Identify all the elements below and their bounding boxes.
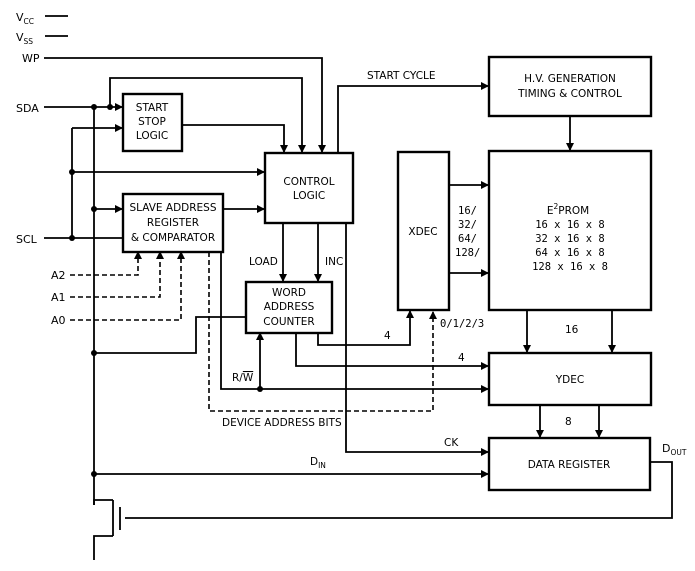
svg-text:ADDRESS: ADDRESS [264, 301, 315, 313]
svg-text:64 x 16 x 8: 64 x 16 x 8 [535, 247, 605, 259]
pin-scl: SCL [16, 233, 38, 246]
svg-text:H.V. GENERATION: H.V. GENERATION [524, 73, 616, 85]
slave-address-register-block: SLAVE ADDRESS REGISTER & COMPARATOR [121, 192, 225, 254]
svg-text:32 x 16 x 8: 32 x 16 x 8 [535, 233, 605, 245]
bus-width-4-xdec: 4 [384, 330, 391, 342]
svg-text:128/: 128/ [455, 247, 480, 259]
ydec-block: YDEC [487, 351, 653, 407]
svg-text:VCC: VCC [16, 11, 34, 26]
device-address-bits-label: DEVICE ADDRESS BITS [222, 417, 342, 429]
bus-width-8: 8 [565, 416, 572, 428]
rw-label: R/W [232, 372, 254, 384]
svg-text:YDEC: YDEC [555, 374, 584, 386]
svg-text:START: START [136, 102, 169, 114]
svg-text:TIMING & CONTROL: TIMING & CONTROL [517, 88, 622, 100]
svg-text:CONTROL: CONTROL [283, 176, 334, 188]
control-logic-block: CONTROL LOGIC [263, 151, 355, 225]
pin-sda: SDA [16, 102, 39, 115]
pin-wp: WP [22, 52, 40, 65]
svg-text:E2PROM: E2PROM [547, 202, 589, 217]
pin-vss: VSS [16, 31, 68, 46]
svg-text:VSS: VSS [16, 31, 33, 46]
svg-text:32/: 32/ [458, 219, 477, 231]
svg-text:16/: 16/ [458, 205, 477, 217]
load-label: LOAD [249, 256, 278, 268]
pin-a2: A2 [51, 269, 66, 282]
bus-width-4-ydec: 4 [458, 352, 465, 364]
svg-text:XDEC: XDEC [408, 226, 437, 238]
hv-generation-block: H.V. GENERATION TIMING & CONTROL [487, 55, 653, 118]
pin-a1: A1 [51, 291, 66, 304]
column-select-label: 0/1/2/3 [440, 318, 484, 330]
pin-dout: DOUT [662, 442, 687, 457]
pin-vcc: VCC [16, 11, 68, 26]
junction-dots [69, 104, 263, 477]
bus-width-16: 16 [565, 324, 579, 336]
svg-text:64/: 64/ [458, 233, 477, 245]
ck-label: CK [444, 437, 459, 449]
svg-text:SLAVE ADDRESS: SLAVE ADDRESS [129, 202, 216, 214]
svg-text:16 x 16 x 8: 16 x 16 x 8 [535, 219, 605, 231]
svg-text:COUNTER: COUNTER [263, 316, 314, 328]
data-register-block: DATA REGISTER [487, 436, 652, 492]
svg-text:LOGIC: LOGIC [136, 130, 168, 142]
svg-text:& COMPARATOR: & COMPARATOR [131, 232, 215, 244]
svg-text:WORD: WORD [272, 287, 306, 299]
word-address-counter-block: WORD ADDRESS COUNTER [244, 280, 334, 335]
eeprom-array-block: E2PROM 16 x 16 x 8 32 x 16 x 8 64 x 16 x… [487, 149, 653, 312]
din-label: DIN [310, 456, 326, 470]
svg-text:LOGIC: LOGIC [293, 190, 325, 202]
svg-text:128 x 16 x 8: 128 x 16 x 8 [532, 261, 608, 273]
svg-text:STOP: STOP [138, 116, 166, 128]
svg-text:REGISTER: REGISTER [147, 217, 199, 229]
wires [44, 57, 673, 560]
start-cycle-label: START CYCLE [367, 70, 436, 82]
xdec-block: XDEC [396, 150, 451, 312]
inc-label: INC [325, 256, 343, 268]
pin-a0: A0 [51, 314, 66, 327]
row-width-labels: 16/ 32/ 64/ 128/ [455, 205, 480, 259]
start-stop-logic-block: START STOP LOGIC [121, 92, 184, 153]
svg-text:DATA REGISTER: DATA REGISTER [528, 459, 611, 471]
